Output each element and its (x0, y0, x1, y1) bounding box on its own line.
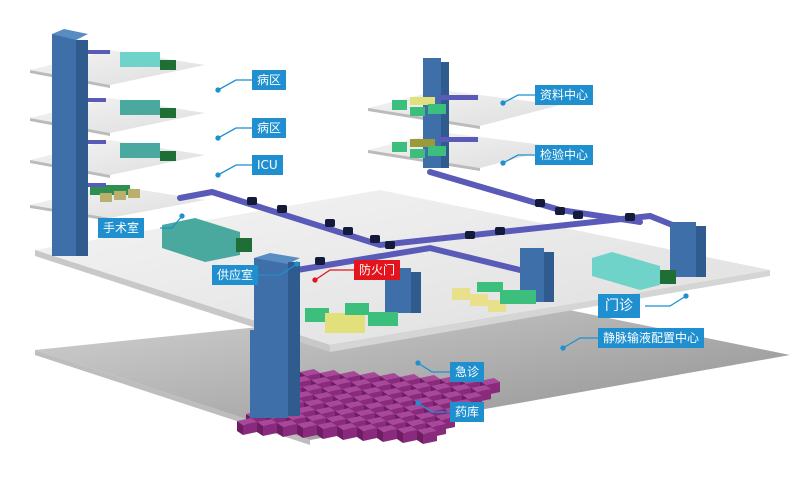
pharmacy-cube (397, 426, 417, 443)
tube-station-node (495, 227, 505, 235)
label-lab-center: 检验中心 (535, 145, 594, 165)
pharmacy-cube (417, 427, 437, 444)
tube-station-node (370, 235, 380, 243)
label-emergency: 急诊 (450, 362, 485, 382)
leader-lines (160, 79, 689, 413)
tube-station-node (555, 207, 565, 215)
records-blocks (392, 97, 446, 116)
icu-block (120, 143, 176, 161)
tube-station-node (573, 211, 583, 219)
label-operating-room: 手术室 (98, 218, 145, 238)
supply-room-block (162, 218, 252, 262)
ward-block-mid (120, 100, 176, 118)
left-shaft (52, 34, 76, 256)
pharmacy-cube (317, 422, 337, 439)
pharmacy-cube (337, 423, 357, 440)
label-fire-door: 防火门 (354, 260, 401, 280)
tube-station-node (465, 231, 475, 239)
left-tower (30, 29, 205, 256)
label-records-center: 资料中心 (535, 85, 594, 105)
pharmacy-cube (277, 420, 297, 437)
tube-station-nodes (247, 197, 635, 265)
main-floor-shafts (250, 222, 706, 418)
fire-door-leader (312, 269, 355, 283)
tube-station-node (325, 219, 335, 227)
label-supply-room: 供应室 (212, 265, 259, 285)
tube-station-node (535, 199, 545, 207)
tube-station-node (625, 213, 635, 221)
pharmacy-cube (297, 421, 317, 438)
lab-blocks (392, 139, 446, 158)
label-ward-2: 病区 (252, 118, 287, 138)
operating-room-blocks (90, 185, 140, 202)
ward-block-top (120, 52, 176, 70)
tube-station-node (247, 197, 257, 205)
label-pharmacy: 药库 (450, 402, 485, 422)
pharmacy-cube (377, 425, 397, 442)
label-iv-admixture-center: 静脉输液配置中心 (598, 328, 705, 348)
tube-station-node (385, 241, 395, 249)
label-icu: ICU (252, 155, 283, 175)
tube-station-node (277, 205, 287, 213)
pharmacy-cube (237, 418, 257, 435)
pharmacy-cube (257, 419, 277, 436)
label-outpatient: 门诊 (598, 294, 640, 318)
tube-station-node (315, 257, 325, 265)
main-floor-room-blocks (305, 252, 676, 333)
label-ward-1: 病区 (252, 70, 287, 90)
tube-station-node (343, 227, 353, 235)
right-top-tower (368, 58, 560, 171)
pharmacy-cube (357, 424, 377, 441)
